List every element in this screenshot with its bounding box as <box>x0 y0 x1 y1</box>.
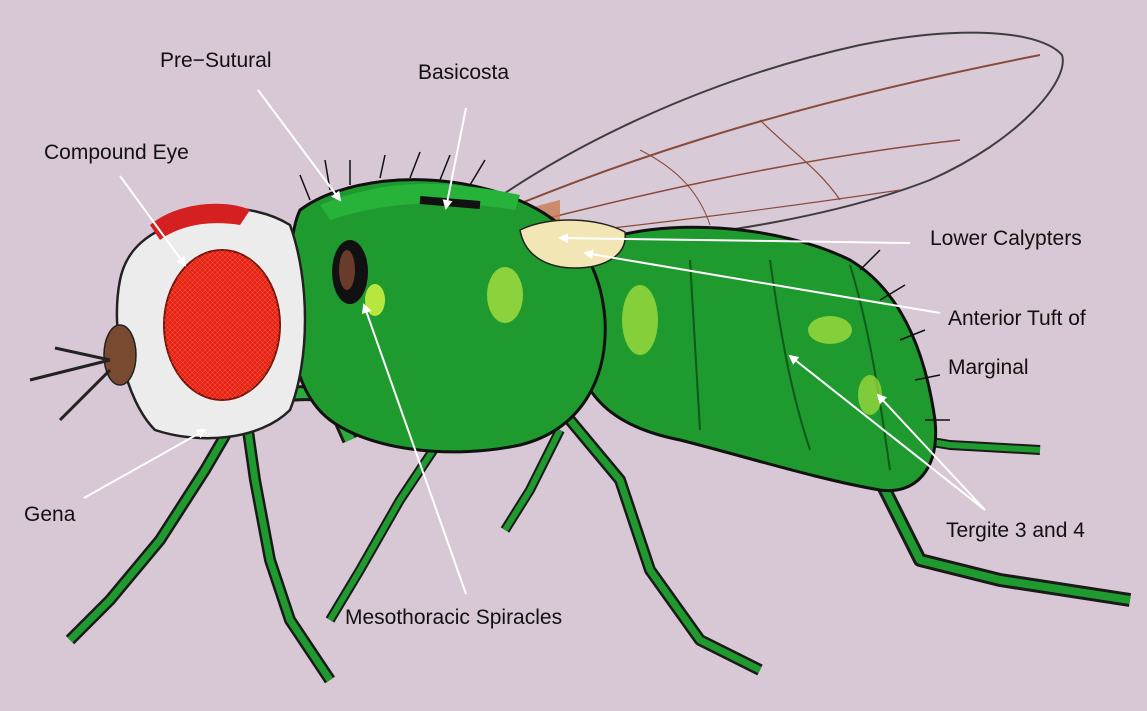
label-compound-eye: Compound Eye <box>44 142 189 163</box>
label-lower-calypters: Lower Calypters <box>930 228 1082 249</box>
label-gena: Gena <box>24 504 75 525</box>
label-mesothoracic: Mesothoracic Spiracles <box>345 607 562 628</box>
abdomen-highlight <box>622 285 658 355</box>
label-anterior-tuft-1: Anterior Tuft of <box>948 308 1086 329</box>
label-basicosta: Basicosta <box>418 62 509 83</box>
label-anterior-tuft-2: Marginal <box>948 357 1029 378</box>
label-pre-sutural: Pre−Sutural <box>160 50 271 71</box>
label-tergite: Tergite 3 and 4 <box>946 520 1085 541</box>
